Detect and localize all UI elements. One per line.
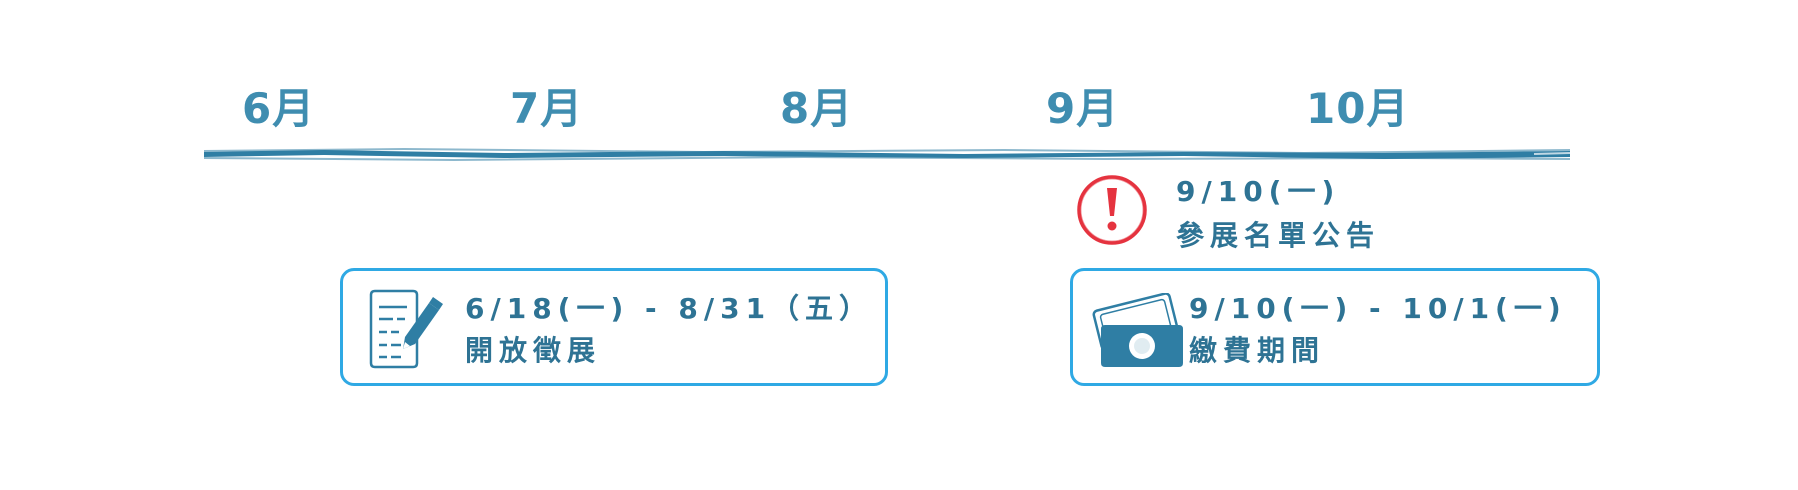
open-call-label: 開放徵展: [465, 334, 602, 367]
money-icon: [1092, 293, 1183, 367]
month-label-july: 7月: [510, 84, 584, 133]
month-label-october: 10月: [1306, 84, 1410, 133]
announcement-date: 9/10(一): [1176, 175, 1341, 208]
month-label-september: 9月: [1046, 84, 1120, 133]
open-call-event-box: 6/18(一) - 8/31（五） 開放徵展: [340, 268, 888, 386]
payment-period-date: 9/10(一) - 10/1(一): [1189, 292, 1567, 325]
exclamation-icon: [1077, 175, 1147, 245]
payment-period-event-box: 9/10(一) - 10/1(一) 繳費期間: [1070, 268, 1600, 386]
timeline-axis: [204, 147, 1570, 162]
open-call-date: 6/18(一) - 8/31（五）: [465, 292, 874, 325]
announcement-label: 參展名單公告: [1176, 219, 1381, 252]
payment-period-label: 繳費期間: [1189, 334, 1326, 367]
month-label-august: 8月: [780, 84, 854, 133]
month-label-june: 6月: [242, 84, 316, 133]
form-pencil-icon: [369, 289, 443, 369]
